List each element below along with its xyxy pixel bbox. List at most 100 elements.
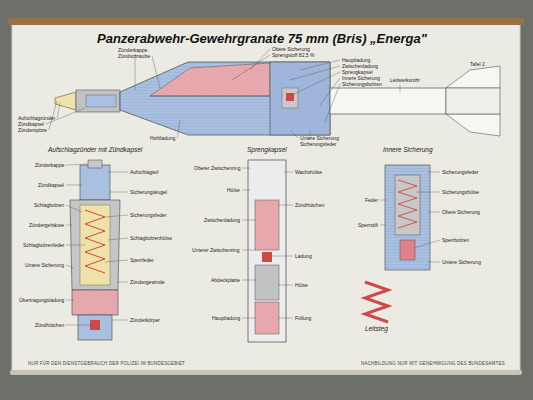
leader-line bbox=[271, 256, 293, 257]
leader-line bbox=[108, 238, 128, 240]
part-label: Füllung bbox=[295, 315, 311, 321]
part-label: Sicherungsbolzen bbox=[342, 81, 382, 87]
part-label: Obere Sicherung bbox=[272, 46, 310, 52]
chart-title: Panzerabwehr-Gewehrgranate 75 mm (Bris) … bbox=[97, 31, 427, 46]
leader-line bbox=[66, 325, 92, 326]
part-label: Schlagbolzen bbox=[34, 202, 64, 208]
part-label: Hauptladung bbox=[212, 315, 240, 321]
leader-line bbox=[428, 212, 440, 213]
part-label: Tafel 2 bbox=[470, 61, 485, 67]
part-label: Zündschraube bbox=[118, 53, 150, 59]
leader-line bbox=[290, 66, 340, 80]
part-label: Zünderkörper bbox=[130, 317, 160, 323]
part-label: Sprengstoff 82,5 % bbox=[272, 52, 314, 58]
leader-line bbox=[414, 240, 440, 248]
leader-line bbox=[416, 192, 440, 193]
part-label: Leitwerksrohr bbox=[390, 77, 420, 83]
part-label: Zündhütchen bbox=[35, 322, 64, 328]
part-label: Zwischenladung bbox=[342, 63, 378, 69]
leader-line bbox=[290, 72, 340, 96]
part-label: Hülse bbox=[227, 187, 240, 193]
part-label: Ladung bbox=[295, 253, 312, 259]
leader-line bbox=[428, 262, 440, 263]
section-heading: Leitsteg bbox=[365, 325, 388, 333]
leader-line bbox=[135, 55, 136, 90]
leader-line bbox=[290, 130, 298, 138]
leader-line bbox=[380, 200, 386, 201]
part-label: Abdeckplatte bbox=[211, 277, 240, 283]
leader-line bbox=[108, 172, 128, 173]
leader-line bbox=[242, 168, 250, 169]
part-label: Sicherungsfeder bbox=[130, 212, 166, 218]
part-label: Schlagbolzenfeder bbox=[23, 242, 64, 248]
part-label: Innere Sicherung bbox=[342, 75, 380, 81]
part-label: Zünderspitze bbox=[18, 127, 47, 133]
leader-line bbox=[66, 300, 74, 301]
leader-line bbox=[278, 205, 293, 206]
leader-line bbox=[300, 60, 340, 70]
part-label: Hauptladung bbox=[342, 57, 370, 63]
leader-line bbox=[232, 55, 270, 80]
part-label: Sicherungsfeder bbox=[300, 141, 336, 147]
leader-line bbox=[105, 260, 128, 262]
leader-line bbox=[242, 280, 256, 281]
leader-line bbox=[242, 220, 256, 221]
part-label: Sicherungskugel bbox=[130, 189, 167, 195]
section-heading: Aufschlagzünder mit Zündkapsel bbox=[48, 146, 142, 154]
leader-line bbox=[400, 85, 401, 92]
leader-line bbox=[57, 103, 60, 118]
part-label: Hülse bbox=[295, 282, 308, 288]
footer-note: NUR FÜR DEN DIENSTGEBRAUCH DER POLIZEI I… bbox=[28, 361, 185, 366]
leader-line bbox=[284, 172, 293, 173]
leader-line bbox=[242, 250, 256, 251]
leader-line bbox=[152, 56, 160, 88]
part-label: Sicherungsfeder bbox=[442, 169, 478, 175]
leader-line bbox=[278, 285, 293, 286]
leader-line bbox=[105, 215, 128, 217]
part-label: Untere Sicherung bbox=[25, 262, 64, 268]
part-label: Sperrstift bbox=[358, 222, 378, 228]
leader-line bbox=[112, 320, 128, 321]
part-label: Aufschlagteil bbox=[130, 169, 158, 175]
leader-line bbox=[66, 164, 88, 165]
part-label: Feder bbox=[365, 197, 378, 203]
part-label: Obere Sicherung bbox=[442, 209, 480, 215]
part-label: Übertragungsladung bbox=[19, 297, 64, 303]
part-label: Sperrfeder bbox=[130, 257, 154, 263]
leader-line bbox=[242, 190, 250, 191]
leader-line bbox=[66, 225, 72, 226]
part-label: Sperrbolzen bbox=[442, 237, 469, 243]
section-heading: Innere Sicherung bbox=[383, 146, 433, 154]
part-label: Zündergehäuse bbox=[29, 222, 64, 228]
part-label: Zündhütchen bbox=[295, 202, 324, 208]
leader-line bbox=[117, 282, 128, 283]
leader-line bbox=[66, 205, 82, 212]
leader-line bbox=[110, 192, 128, 193]
part-label: Untere Sicherung bbox=[300, 135, 339, 141]
leader-line bbox=[325, 84, 340, 122]
part-label: Zwischenladung bbox=[204, 217, 240, 223]
leader-line bbox=[66, 265, 74, 268]
part-label: Oberer Zwischenring bbox=[194, 165, 240, 171]
leader-line bbox=[242, 318, 256, 319]
section-heading: Sprengkapsel bbox=[247, 146, 287, 154]
part-label: Schlagbolzenhülse bbox=[130, 235, 172, 241]
leader-line bbox=[177, 120, 180, 138]
part-label: Zünderkappe bbox=[118, 47, 147, 53]
part-label: Wachshülse bbox=[295, 169, 322, 175]
leader-line bbox=[428, 172, 440, 173]
part-label: Unterer Zwischenring bbox=[192, 247, 240, 253]
leader-line bbox=[66, 245, 85, 246]
leader-line bbox=[380, 225, 386, 226]
part-label: Zünderkappe bbox=[35, 162, 64, 168]
part-label: Sprengkapsel bbox=[342, 69, 373, 75]
part-label: Zündergewinde bbox=[130, 279, 164, 285]
leader-line bbox=[66, 185, 82, 186]
leader-line bbox=[278, 318, 293, 319]
part-label: Untere Sicherung bbox=[442, 259, 481, 265]
part-label: Zündkapsel bbox=[38, 182, 64, 188]
footer-note: NACHBILDUNG NUR MIT GENEHMIGUNG DES BUND… bbox=[361, 361, 505, 366]
part-label: Hohlladung bbox=[150, 135, 175, 141]
